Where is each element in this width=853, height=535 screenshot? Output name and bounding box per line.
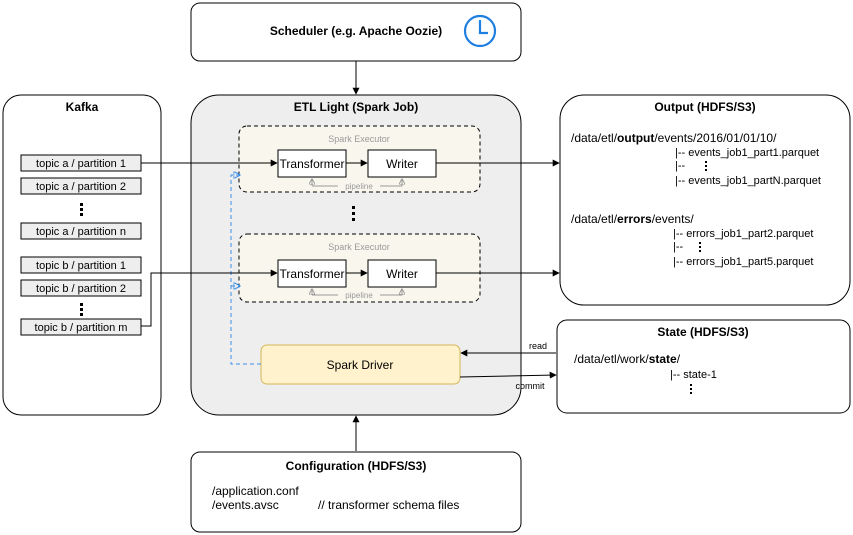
read-label: read [529,341,547,351]
configuration-comment: // transformer schema files [318,498,459,512]
scheduler-node: Scheduler (e.g. Apache Oozie) [190,2,522,62]
partition-an-box [20,222,142,240]
kafka-node: Kafka topic a / partition 1 topic a / pa… [2,94,162,416]
state-commit-arrow [459,371,557,379]
state-title: State (HDFS/S3) [657,325,748,339]
kafka-b-to-transformer-arrow [141,269,278,327]
scheduler-label: Scheduler (e.g. Apache Oozie) [270,24,442,38]
writer-1-box [367,149,437,178]
configuration-node: Configuration (HDFS/S3) /application.con… [190,451,522,533]
output-node: Output (HDFS/S3) /data/etl/output/events… [559,94,851,306]
output-events-file-3: |-- events_job1_partN.parquet [675,175,821,187]
output-events-path: /data/etl/output/events/2016/01/01/10/ [571,131,777,145]
spark-driver: Spark Driver [260,344,461,385]
output-events-file-2: |-- [675,160,686,172]
state-path: /data/etl/work/state/ [574,352,681,366]
partition-b-ellipsis [80,303,83,316]
output-errors-ellipsis [699,242,701,252]
etl-title: ETL Light (Spark Job) [294,100,418,114]
executor-2-title: Spark Executor [328,242,390,252]
configuration-title: Configuration (HDFS/S3) [286,459,427,473]
driver-coordination-lines [230,175,261,365]
spark-driver-label: Spark Driver [327,358,394,372]
output-errors-file-2: |-- [673,241,684,253]
partition-a2-box [20,177,142,195]
state-node: State (HDFS/S3) /data/etl/work/state/ |-… [556,319,851,414]
output-errors-file-1: |-- errors_job1_part2.parquet [673,228,813,240]
partition-b1-box [20,256,142,274]
partition-a2-label: topic a / partition 2 [36,181,126,193]
partition-b1-label: topic b / partition 1 [36,260,126,272]
connectors [141,61,560,451]
configuration-line-1: /application.conf [212,484,299,498]
partition-b2-label: topic b / partition 2 [36,283,126,295]
kafka-title: Kafka [66,100,99,114]
executor-1-title: Spark Executor [328,134,390,144]
executor-ellipsis [352,206,355,221]
transformer-2-label: Transformer [280,267,345,281]
output-errors-file-3: |-- errors_job1_part5.parquet [673,256,813,268]
output-errors-path: /data/etl/errors/events/ [571,212,694,226]
commit-label: commit [516,381,545,391]
transformer-1-box [277,149,347,178]
partition-an-label: topic a / partition n [36,226,126,238]
spark-executor-1: Spark Executor Transformer Writer pipeli… [238,125,481,193]
transformer-1-label: Transformer [280,157,345,171]
state-ellipsis [690,384,692,394]
clock-icon [463,14,497,48]
partition-bm-label: topic b / partition m [35,322,128,334]
partition-a-ellipsis [80,203,83,216]
partition-bm-box [20,318,142,336]
transformer-2-box [277,259,347,288]
configuration-line-2: /events.avsc [212,498,279,512]
state-file-1: |-- state-1 [670,369,717,381]
partition-a1-label: topic a / partition 1 [36,158,126,170]
pipeline-2-label: pipeline [345,291,373,300]
partition-b2-box [20,279,142,297]
pipeline-1-label: pipeline [345,182,373,191]
writer-1-label: Writer [386,157,418,171]
spark-executor-2: Spark Executor Transformer Writer pipeli… [238,233,481,303]
output-events-ellipsis [705,161,707,171]
writer-2-label: Writer [386,267,418,281]
output-events-file-1: |-- events_job1_part1.parquet [675,147,819,159]
output-title: Output (HDFS/S3) [654,100,755,114]
